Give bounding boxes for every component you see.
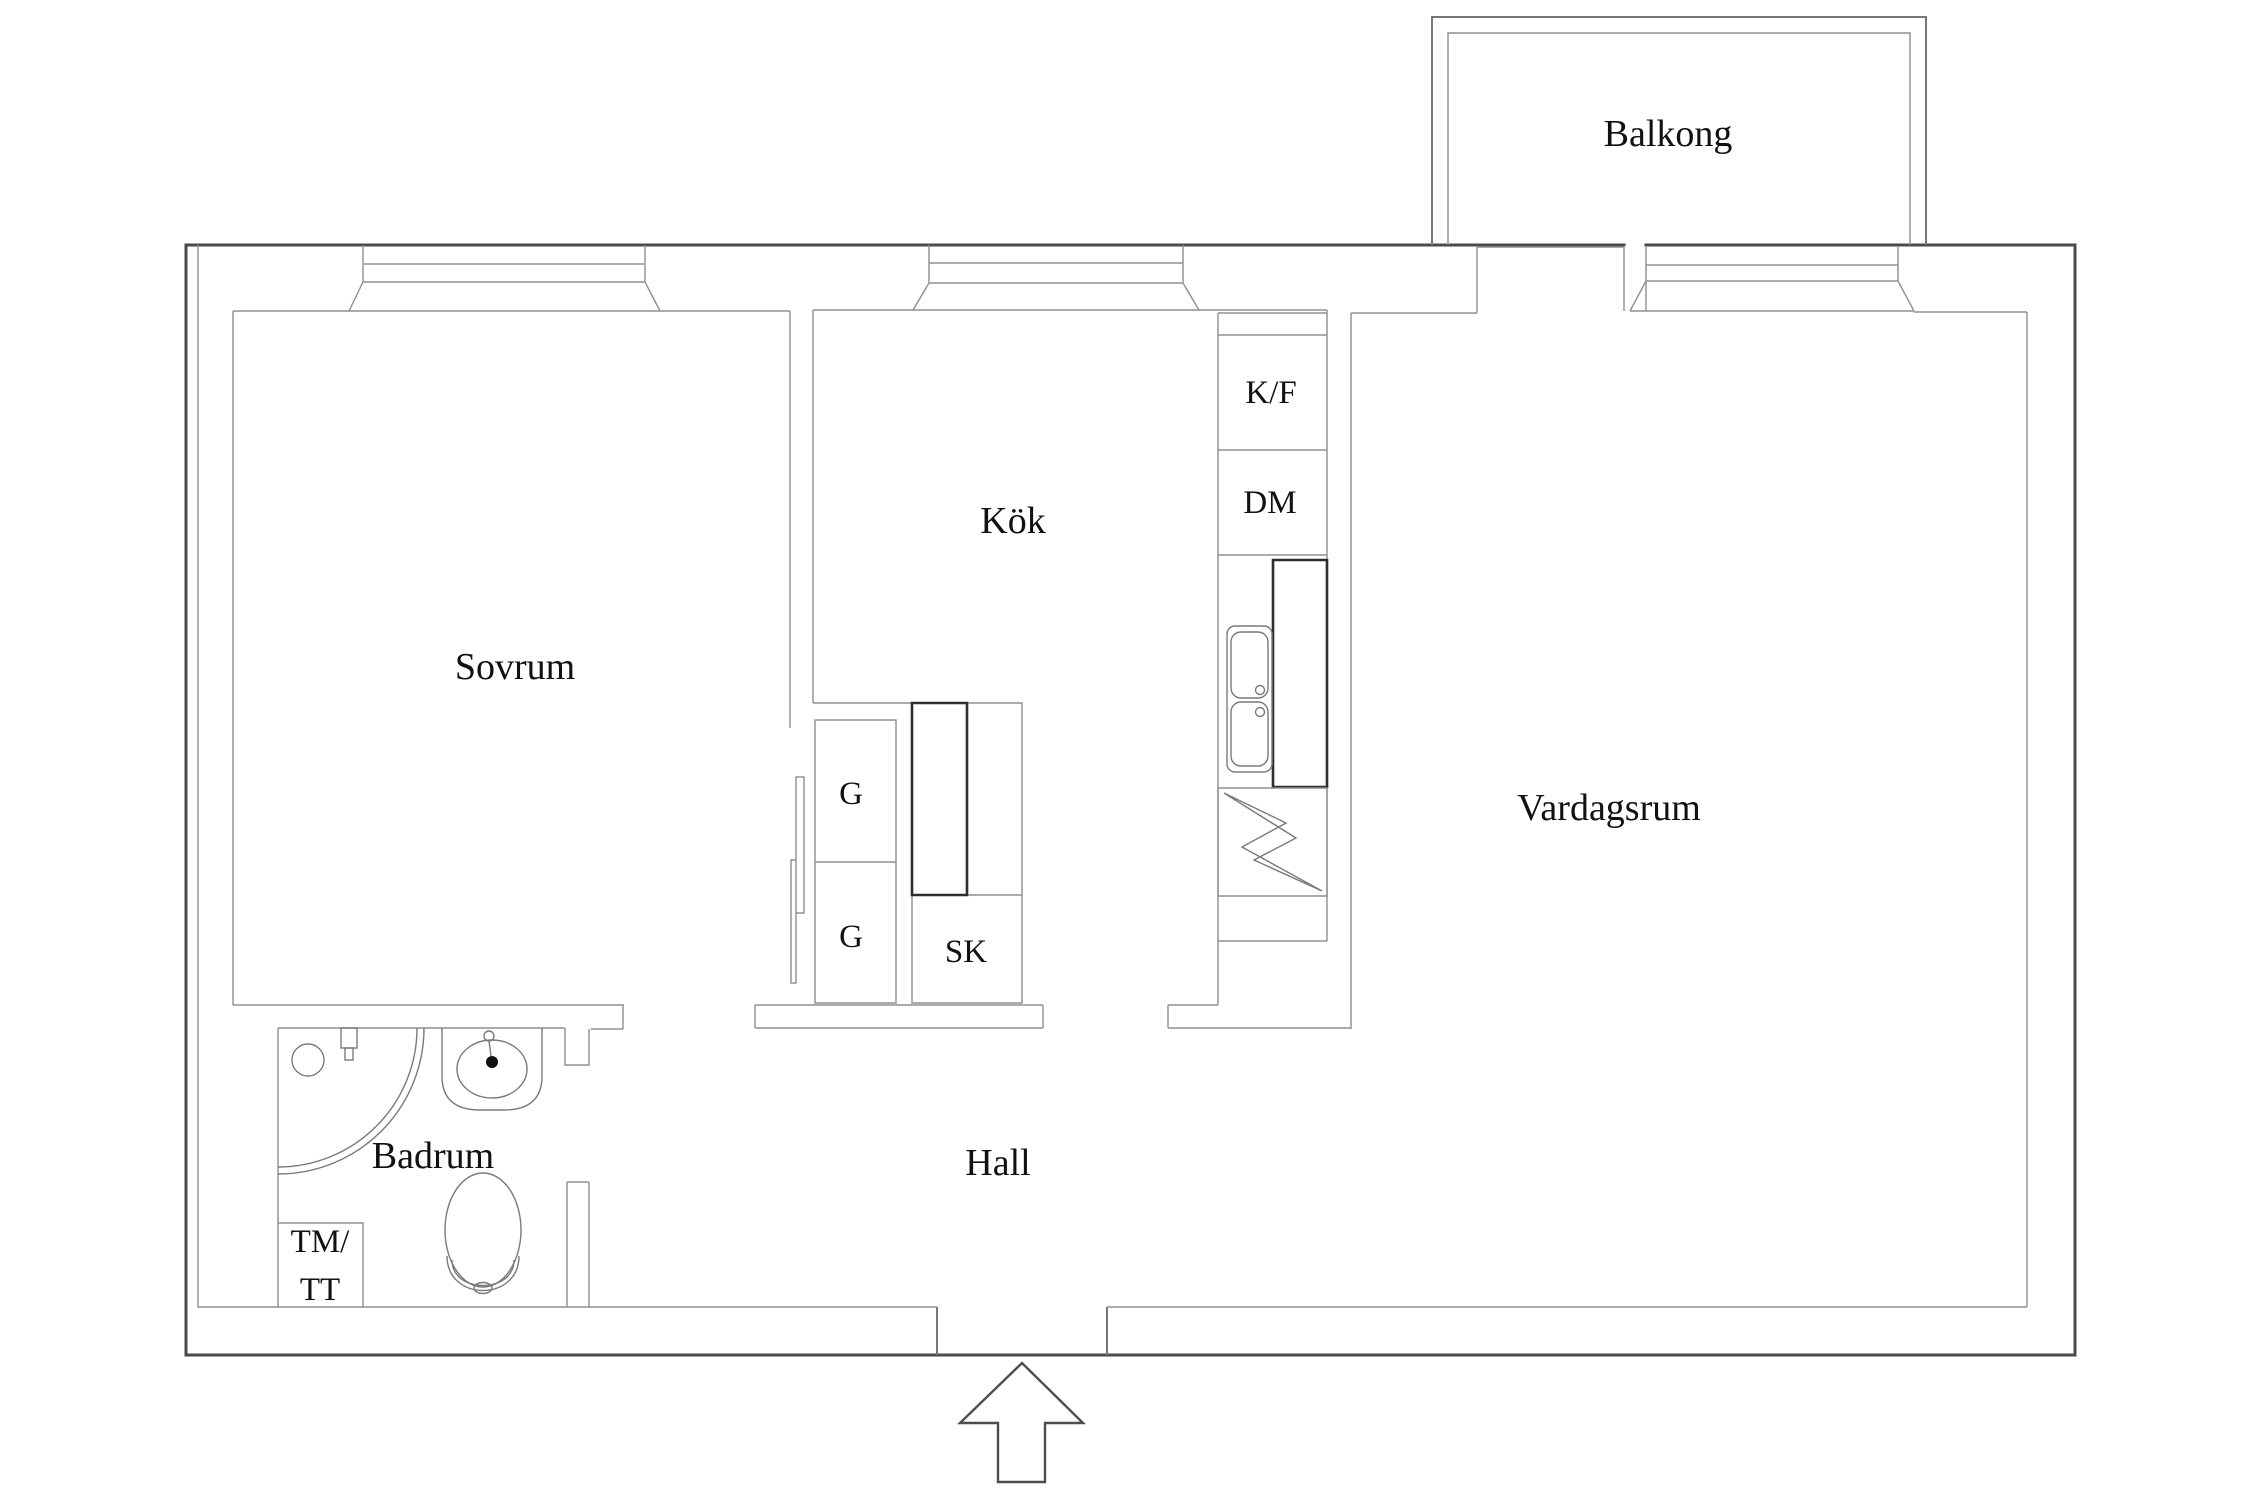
hall-top-wall bbox=[591, 1004, 1351, 1030]
shower-icon bbox=[277, 1027, 425, 1175]
livingroom-walls bbox=[1350, 247, 2028, 1307]
room-label-badrum: Badrum bbox=[372, 1135, 494, 1177]
room-label-vardagsrum: Vardagsrum bbox=[1517, 787, 1701, 829]
label-wardrobe-upper: G bbox=[839, 776, 863, 812]
label-fridge-freezer: K/F bbox=[1245, 375, 1296, 411]
label-washer-line2: TT bbox=[300, 1272, 340, 1308]
kitchen-walls bbox=[812, 309, 1328, 1005]
room-label-hall: Hall bbox=[965, 1142, 1030, 1184]
bedroom-sliding-door-icon bbox=[790, 776, 805, 984]
toilet-icon bbox=[444, 1172, 522, 1295]
stove-icon bbox=[1217, 787, 1328, 897]
kitchen-sink-icon bbox=[1226, 625, 1273, 773]
washbasin-icon bbox=[441, 1028, 543, 1111]
room-label-sovrum: Sovrum bbox=[455, 646, 575, 688]
bedroom-walls bbox=[232, 310, 791, 1006]
entrance-arrow-icon bbox=[957, 1361, 1086, 1484]
label-cleaning-closet: SK bbox=[945, 934, 987, 970]
balcony-window bbox=[1477, 246, 1915, 312]
label-washer-line1: TM/ bbox=[291, 1224, 351, 1260]
balcony-door bbox=[1623, 247, 1647, 311]
washer-dryer-box bbox=[278, 1222, 364, 1307]
sink-tall-cabinet bbox=[1271, 558, 1329, 789]
kitchen-window bbox=[912, 245, 1200, 311]
room-label-balkong: Balkong bbox=[1604, 113, 1733, 155]
exterior-walls bbox=[184, 243, 2077, 1357]
wardrobe-cabinets bbox=[814, 701, 1023, 1004]
bedroom-window bbox=[348, 245, 661, 312]
balcony-walls bbox=[1431, 16, 1927, 245]
label-dishwasher: DM bbox=[1243, 485, 1296, 521]
label-wardrobe-lower: G bbox=[839, 919, 863, 955]
room-label-kok: Kök bbox=[980, 500, 1045, 542]
